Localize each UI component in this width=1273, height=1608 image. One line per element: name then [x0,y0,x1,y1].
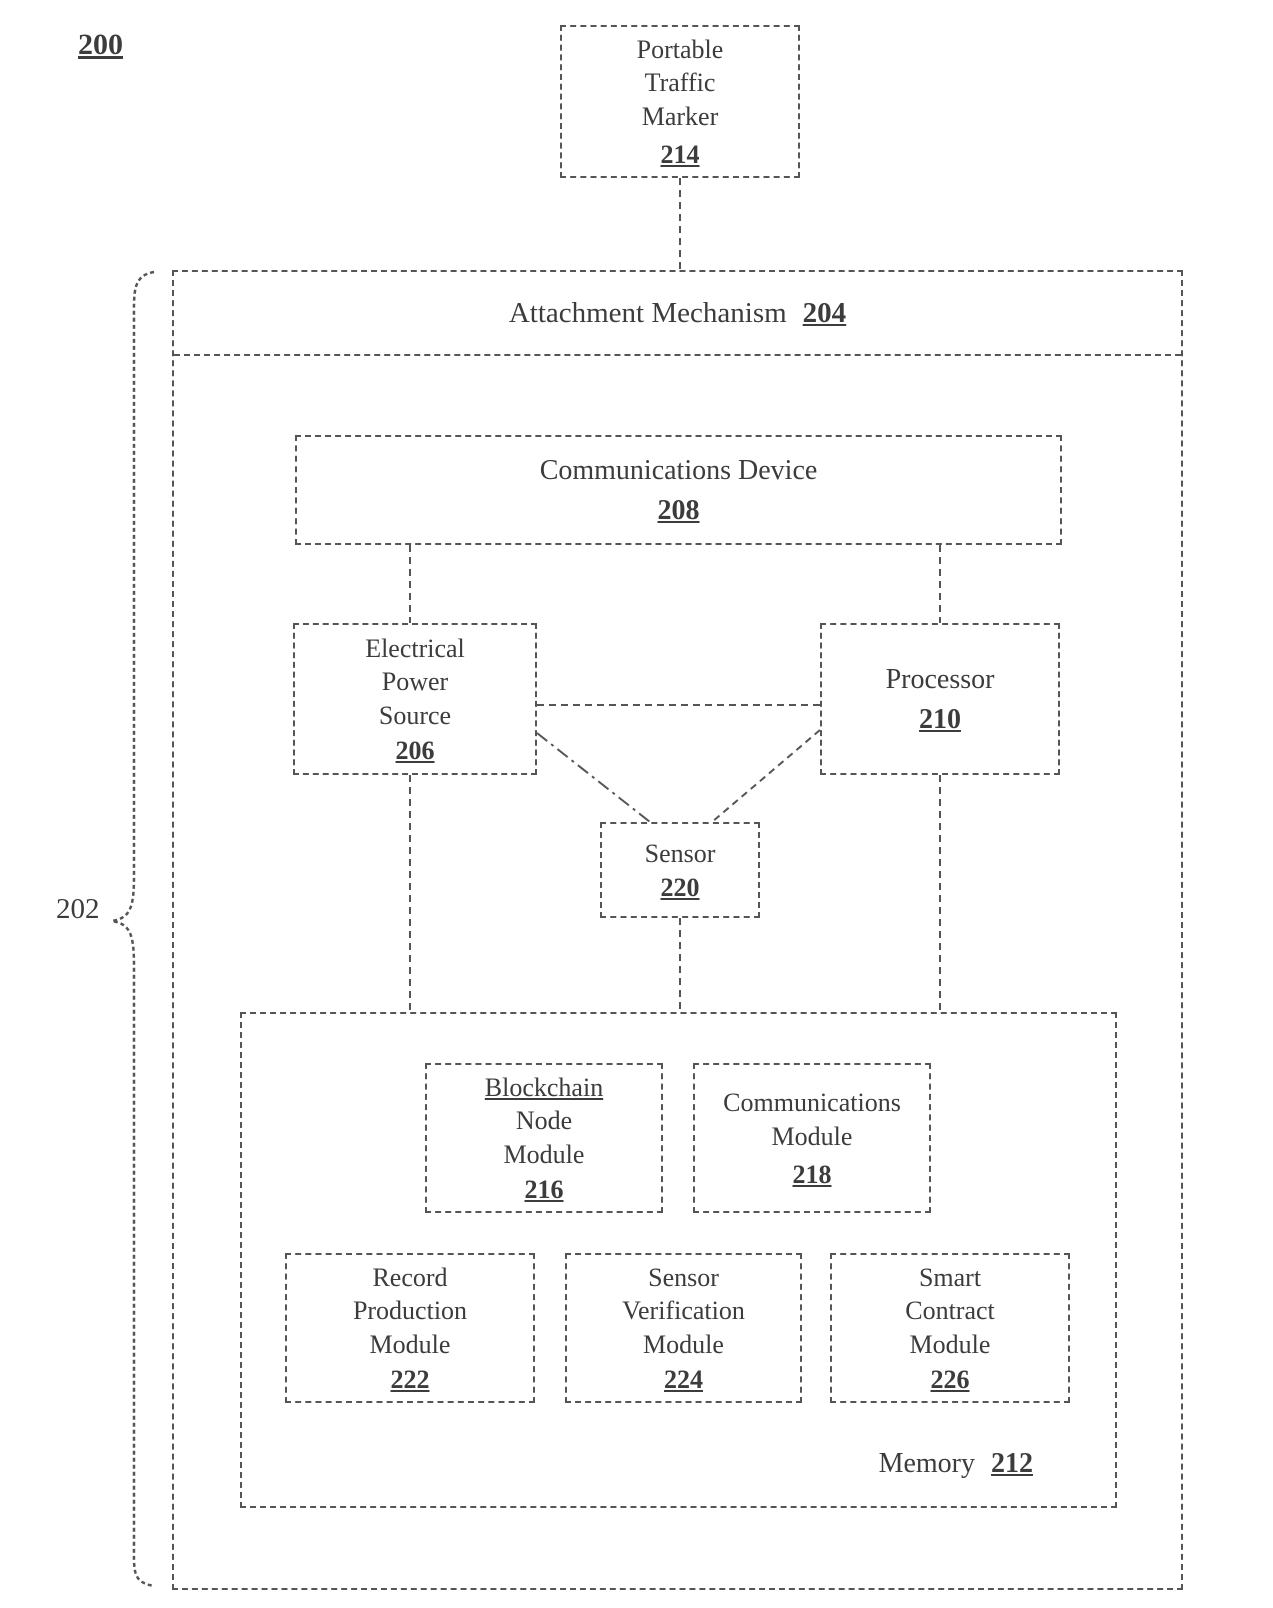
sensor-box: Sensor 220 [600,822,760,918]
left-brace [111,270,155,1588]
smart-contract-module-label: Smart [918,1263,982,1293]
sensor-ref: 220 [660,873,700,903]
blockchain-node-module-label: Blockchain [484,1073,604,1103]
communications-device-label: Communications Device [539,454,818,486]
assembly-ref-label: 202 [56,893,100,925]
blockchain-node-module-ref: 216 [524,1174,564,1204]
processor-ref: 210 [919,704,961,736]
sensor-label: Sensor [644,838,716,868]
electrical-power-source-box: Electrical Power Source 206 [293,623,537,775]
sensor-verification-module-label: Sensor [648,1263,719,1293]
portable-traffic-marker-label: Portable [636,35,724,65]
record-production-module-box: Record Production Module 222 [285,1253,535,1403]
electrical-power-source-ref: 206 [395,735,435,765]
communications-module-label: Communications [723,1088,901,1118]
electrical-power-source-label: Electrical [365,634,465,664]
figure-ref-label: 200 [78,28,123,61]
portable-traffic-marker-ref: 214 [660,139,700,169]
blockchain-node-module-box: Blockchain Node Module 216 [425,1063,663,1213]
sensor-verification-module-ref: 224 [664,1364,703,1394]
record-production-module-label: Record [372,1263,448,1293]
communications-device-ref: 208 [657,495,700,527]
attachment-mechanism-band: Attachment Mechanism 204 [174,272,1181,356]
smart-contract-module-box: Smart Contract Module 226 [830,1253,1070,1403]
processor-label: Processor [885,663,995,695]
smart-contract-module-ref: 226 [930,1364,970,1394]
communications-module-ref: 218 [792,1159,832,1189]
record-production-module-ref: 222 [390,1364,430,1394]
processor-box: Processor 210 [820,623,1060,775]
attachment-mechanism-ref: 204 [802,296,847,329]
sensor-verification-module-box: Sensor Verification Module 224 [565,1253,802,1403]
portable-traffic-marker-box: Portable Traffic Marker 214 [560,25,800,178]
communications-device-box: Communications Device 208 [295,435,1062,545]
memory-ref: 212 [991,1448,1033,1479]
communications-module-box: Communications Module 218 [693,1063,931,1213]
attachment-mechanism-label: Attachment Mechanism [508,296,787,329]
